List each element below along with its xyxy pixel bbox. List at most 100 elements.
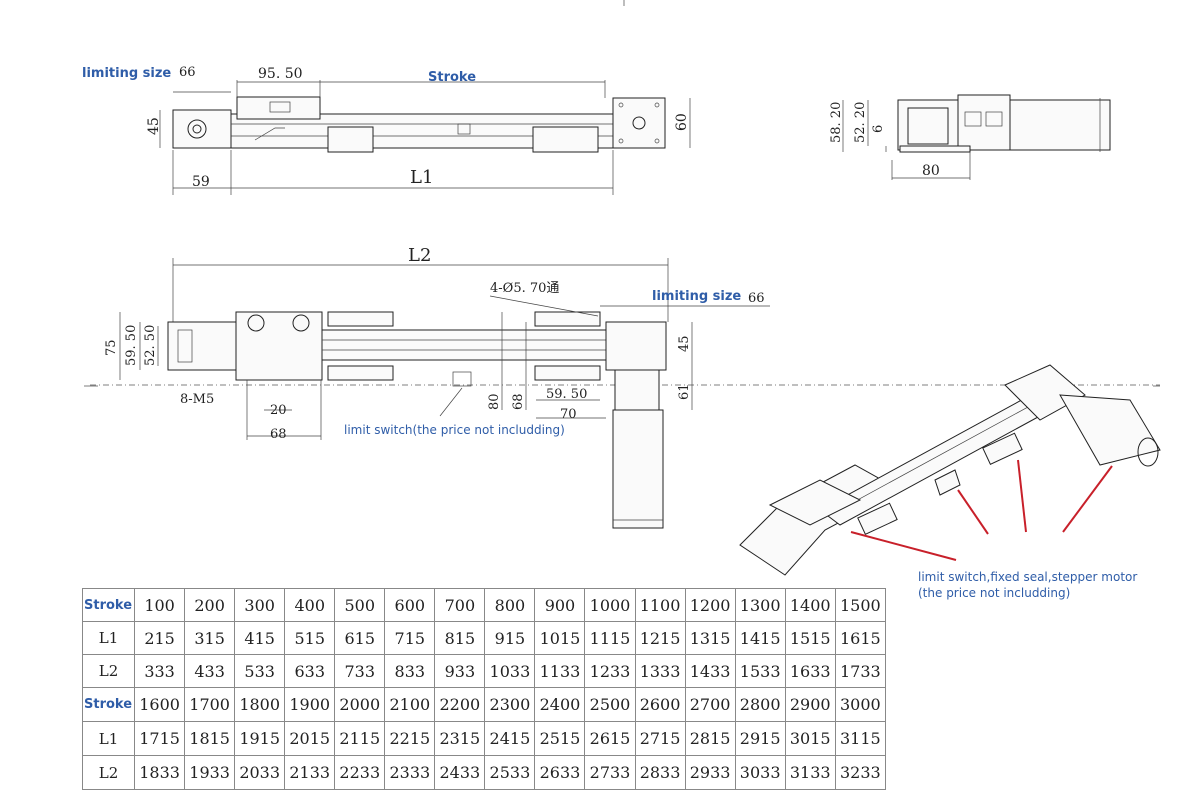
dim-68: 68 <box>270 427 287 442</box>
table-cell: 1533 <box>734 654 786 688</box>
table-cell: 915 <box>484 621 536 655</box>
table-cell: 1500 <box>834 588 887 622</box>
table-cell: 1200 <box>684 588 736 622</box>
table-cell: 2600 <box>634 687 686 722</box>
holes-label: 4-Ø5. 70通 <box>490 281 559 296</box>
row-label: Stroke <box>81 588 136 622</box>
limiting-size-label: limiting size <box>82 66 171 81</box>
table-cell: 3000 <box>834 687 887 722</box>
table-cell: 1300 <box>734 588 786 622</box>
table-cell: 2433 <box>434 755 486 790</box>
table-cell: 2133 <box>284 755 336 790</box>
table-cell: 433 <box>184 654 236 688</box>
table-cell: 1915 <box>234 721 286 756</box>
table-cell: 1900 <box>284 687 336 722</box>
table-cell: 2033 <box>234 755 286 790</box>
iso-callout-line1: limit switch,fixed seal,stepper motor <box>918 570 1137 584</box>
dim-80-side: 80 <box>922 163 940 179</box>
table-cell: 2415 <box>484 721 536 756</box>
limiting-size-label-2: limiting size <box>652 289 741 304</box>
row-label: L2 <box>81 654 136 688</box>
dim-58-20: 58. 20 <box>829 102 844 143</box>
table-cell: 900 <box>534 588 586 622</box>
table-cell: 2815 <box>684 721 736 756</box>
row-label: L1 <box>81 621 136 655</box>
table-cell: 2300 <box>484 687 536 722</box>
table-cell: 200 <box>184 588 236 622</box>
dim-L1: L1 <box>410 167 433 188</box>
row-label: Stroke <box>81 687 136 722</box>
dim-80-bottom: 80 <box>487 393 502 410</box>
table-cell: 3233 <box>834 755 887 790</box>
top-view: limiting size 66 95. 50 Stroke 45 60 59 … <box>82 65 691 195</box>
table-cell: 615 <box>334 621 386 655</box>
dim-61: 61 <box>677 383 692 400</box>
table-cell: 2633 <box>534 755 586 790</box>
stroke-label: Stroke <box>428 70 476 85</box>
table-cell: 2533 <box>484 755 536 790</box>
table-cell: 500 <box>334 588 386 622</box>
dim-59: 59 <box>192 174 210 190</box>
table-cell: 1015 <box>534 621 586 655</box>
row-label: L2 <box>81 755 136 790</box>
dim-8-m5: 8-M5 <box>180 392 214 407</box>
table-cell: 2933 <box>684 755 736 790</box>
table-cell: 2615 <box>584 721 636 756</box>
table-cell: 933 <box>434 654 486 688</box>
dim-52-20: 52. 20 <box>853 102 868 143</box>
table-cell: 1815 <box>184 721 236 756</box>
table-cell: 1800 <box>234 687 286 722</box>
table-cell: 1715 <box>134 721 186 756</box>
table-cell: 1315 <box>684 621 736 655</box>
table-cell: 633 <box>284 654 336 688</box>
table-cell: 400 <box>284 588 336 622</box>
table-cell: 2700 <box>684 687 736 722</box>
dim-L2: L2 <box>408 245 431 266</box>
dim-52-50: 52. 50 <box>143 325 158 366</box>
table-cell: 2833 <box>634 755 686 790</box>
table-cell: 815 <box>434 621 486 655</box>
table-cell: 1233 <box>584 654 636 688</box>
limit-switch-note: limit switch(the price not includding) <box>344 423 565 437</box>
table-cell: 3015 <box>784 721 836 756</box>
row-label: L1 <box>81 721 136 756</box>
table-cell: 2400 <box>534 687 586 722</box>
table-cell: 2215 <box>384 721 436 756</box>
table-cell: 1600 <box>134 687 186 722</box>
table-cell: 100 <box>134 588 186 622</box>
table-cell: 2100 <box>384 687 436 722</box>
dim-6: 6 <box>871 125 886 133</box>
dim-45-top: 45 <box>146 117 162 135</box>
table-cell: 315 <box>184 621 236 655</box>
table-cell: 3033 <box>734 755 786 790</box>
dim-20: 20 <box>270 403 287 418</box>
table-cell: 515 <box>284 621 336 655</box>
table-cell: 600 <box>384 588 436 622</box>
limiting-size-value-2: 66 <box>748 291 765 306</box>
table-cell: 2515 <box>534 721 586 756</box>
table-cell: 1700 <box>184 687 236 722</box>
dim-75: 75 <box>104 339 119 356</box>
table-cell: 1115 <box>584 621 636 655</box>
table-cell: 2733 <box>584 755 636 790</box>
dim-60-top: 60 <box>674 113 690 131</box>
table-cell: 1000 <box>584 588 636 622</box>
table-cell: 1733 <box>834 654 887 688</box>
dim-70: 70 <box>560 407 577 422</box>
table-cell: 2915 <box>734 721 786 756</box>
table-cell: 3133 <box>784 755 836 790</box>
side-view: 58. 20 52. 20 6 80 <box>829 94 1111 180</box>
dim-59-50-left: 59. 50 <box>124 325 139 366</box>
table-cell: 1633 <box>784 654 836 688</box>
table-cell: 800 <box>484 588 536 622</box>
table-cell: 715 <box>384 621 436 655</box>
table-cell: 2900 <box>784 687 836 722</box>
table-cell: 2500 <box>584 687 636 722</box>
limiting-size-value: 66 <box>179 65 196 80</box>
table-cell: 415 <box>234 621 286 655</box>
